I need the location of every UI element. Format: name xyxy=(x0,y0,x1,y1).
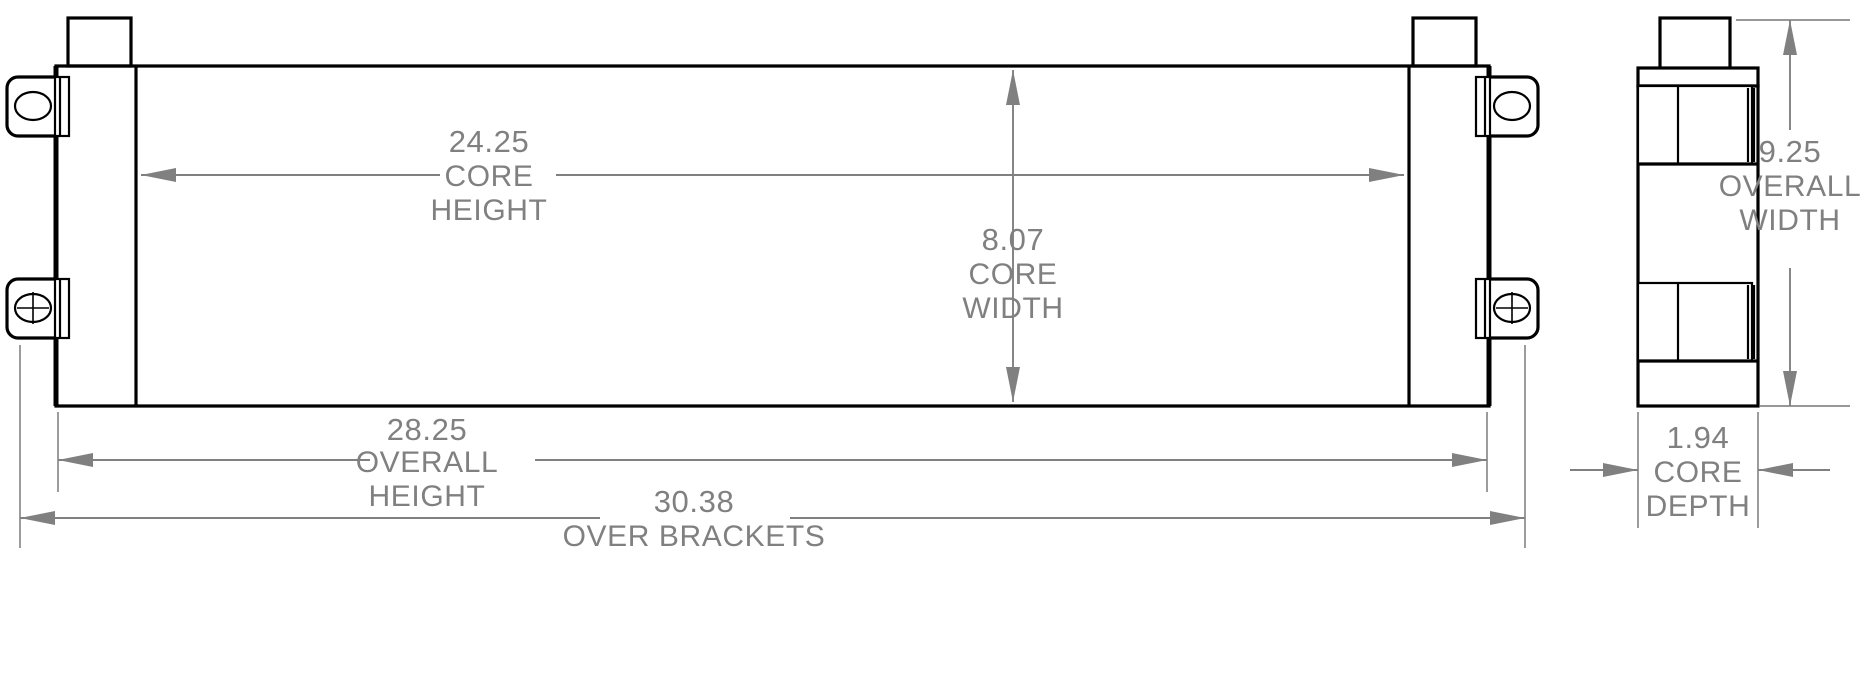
dim-core-depth: 1.94 CORE DEPTH xyxy=(1570,412,1830,528)
bracket-lower-left xyxy=(5,277,71,340)
bracket-lower-left-tab xyxy=(53,277,71,340)
dim-core-height-label-2: HEIGHT xyxy=(431,194,548,227)
dim-core-width-label-1: CORE xyxy=(968,258,1057,291)
main-body-outline xyxy=(54,64,1491,408)
left-inlet-port xyxy=(66,16,133,68)
dim-overall-height-value: 28.25 xyxy=(387,412,468,447)
bracket-upper-right xyxy=(1474,75,1540,138)
dim-over-brackets-label-1: OVER BRACKETS xyxy=(563,520,826,553)
dim-core-height-value: 24.25 xyxy=(449,124,530,159)
front-view xyxy=(5,16,1540,408)
right-inlet-port xyxy=(1411,16,1478,68)
dim-core-depth-value: 1.94 xyxy=(1667,420,1730,455)
dim-core-width: 8.07 CORE WIDTH xyxy=(962,70,1063,402)
bracket-lower-right xyxy=(1474,277,1540,340)
side-view xyxy=(1636,16,1760,408)
dim-core-depth-label-2: DEPTH xyxy=(1646,490,1751,523)
dim-overall-width-arrow-bottom xyxy=(1783,371,1797,406)
bracket-upper-right-hole xyxy=(1492,90,1532,122)
side-view-top-cap xyxy=(1636,66,1760,88)
dim-overall-width-label-2: WIDTH xyxy=(1739,204,1840,237)
dim-overall-height-arrow-right xyxy=(1452,453,1487,467)
dim-over-brackets-arrow-right xyxy=(1490,511,1525,525)
dim-core-height-arrow-left xyxy=(141,168,176,182)
side-view-port xyxy=(1658,16,1732,72)
side-view-upper-header xyxy=(1636,84,1754,166)
dim-core-height: 24.25 CORE HEIGHT xyxy=(141,124,1404,227)
dim-overall-height-label-2: HEIGHT xyxy=(369,480,486,513)
dim-over-brackets: 30.38 OVER BRACKETS xyxy=(19,345,1526,553)
bracket-upper-right-tab xyxy=(1474,75,1492,138)
side-view-lower-header xyxy=(1636,281,1754,363)
bracket-upper-left-hole xyxy=(13,90,53,122)
dim-core-height-label-1: CORE xyxy=(444,160,533,193)
dim-core-depth-arrow-right xyxy=(1758,463,1793,477)
dim-overall-height: 28.25 OVERALL HEIGHT xyxy=(57,412,1488,513)
dim-overall-width-label-1: OVERALL xyxy=(1719,170,1862,203)
bracket-lower-right-tab xyxy=(1474,277,1492,340)
dim-core-depth-arrow-left xyxy=(1603,463,1638,477)
dim-overall-height-label-1: OVERALL xyxy=(356,446,499,479)
dim-overall-width-arrow-top xyxy=(1783,20,1797,55)
dim-core-width-arrow-bottom xyxy=(1006,367,1020,402)
dim-overall-width-value: 9.25 xyxy=(1759,134,1822,169)
dim-core-width-value: 8.07 xyxy=(982,222,1045,257)
dim-over-brackets-arrow-left xyxy=(20,511,55,525)
dim-core-width-arrow-top xyxy=(1006,70,1020,105)
dim-overall-height-arrow-left xyxy=(58,453,93,467)
dim-overall-width: 9.25 OVERALL WIDTH xyxy=(1719,19,1862,407)
dim-core-width-label-2: WIDTH xyxy=(962,292,1063,325)
bracket-upper-left-tab xyxy=(53,75,71,138)
bracket-upper-left xyxy=(5,75,71,138)
dim-core-height-arrow-right xyxy=(1369,168,1404,182)
dim-core-depth-label-1: CORE xyxy=(1653,456,1742,489)
dim-over-brackets-value: 30.38 xyxy=(654,484,735,519)
